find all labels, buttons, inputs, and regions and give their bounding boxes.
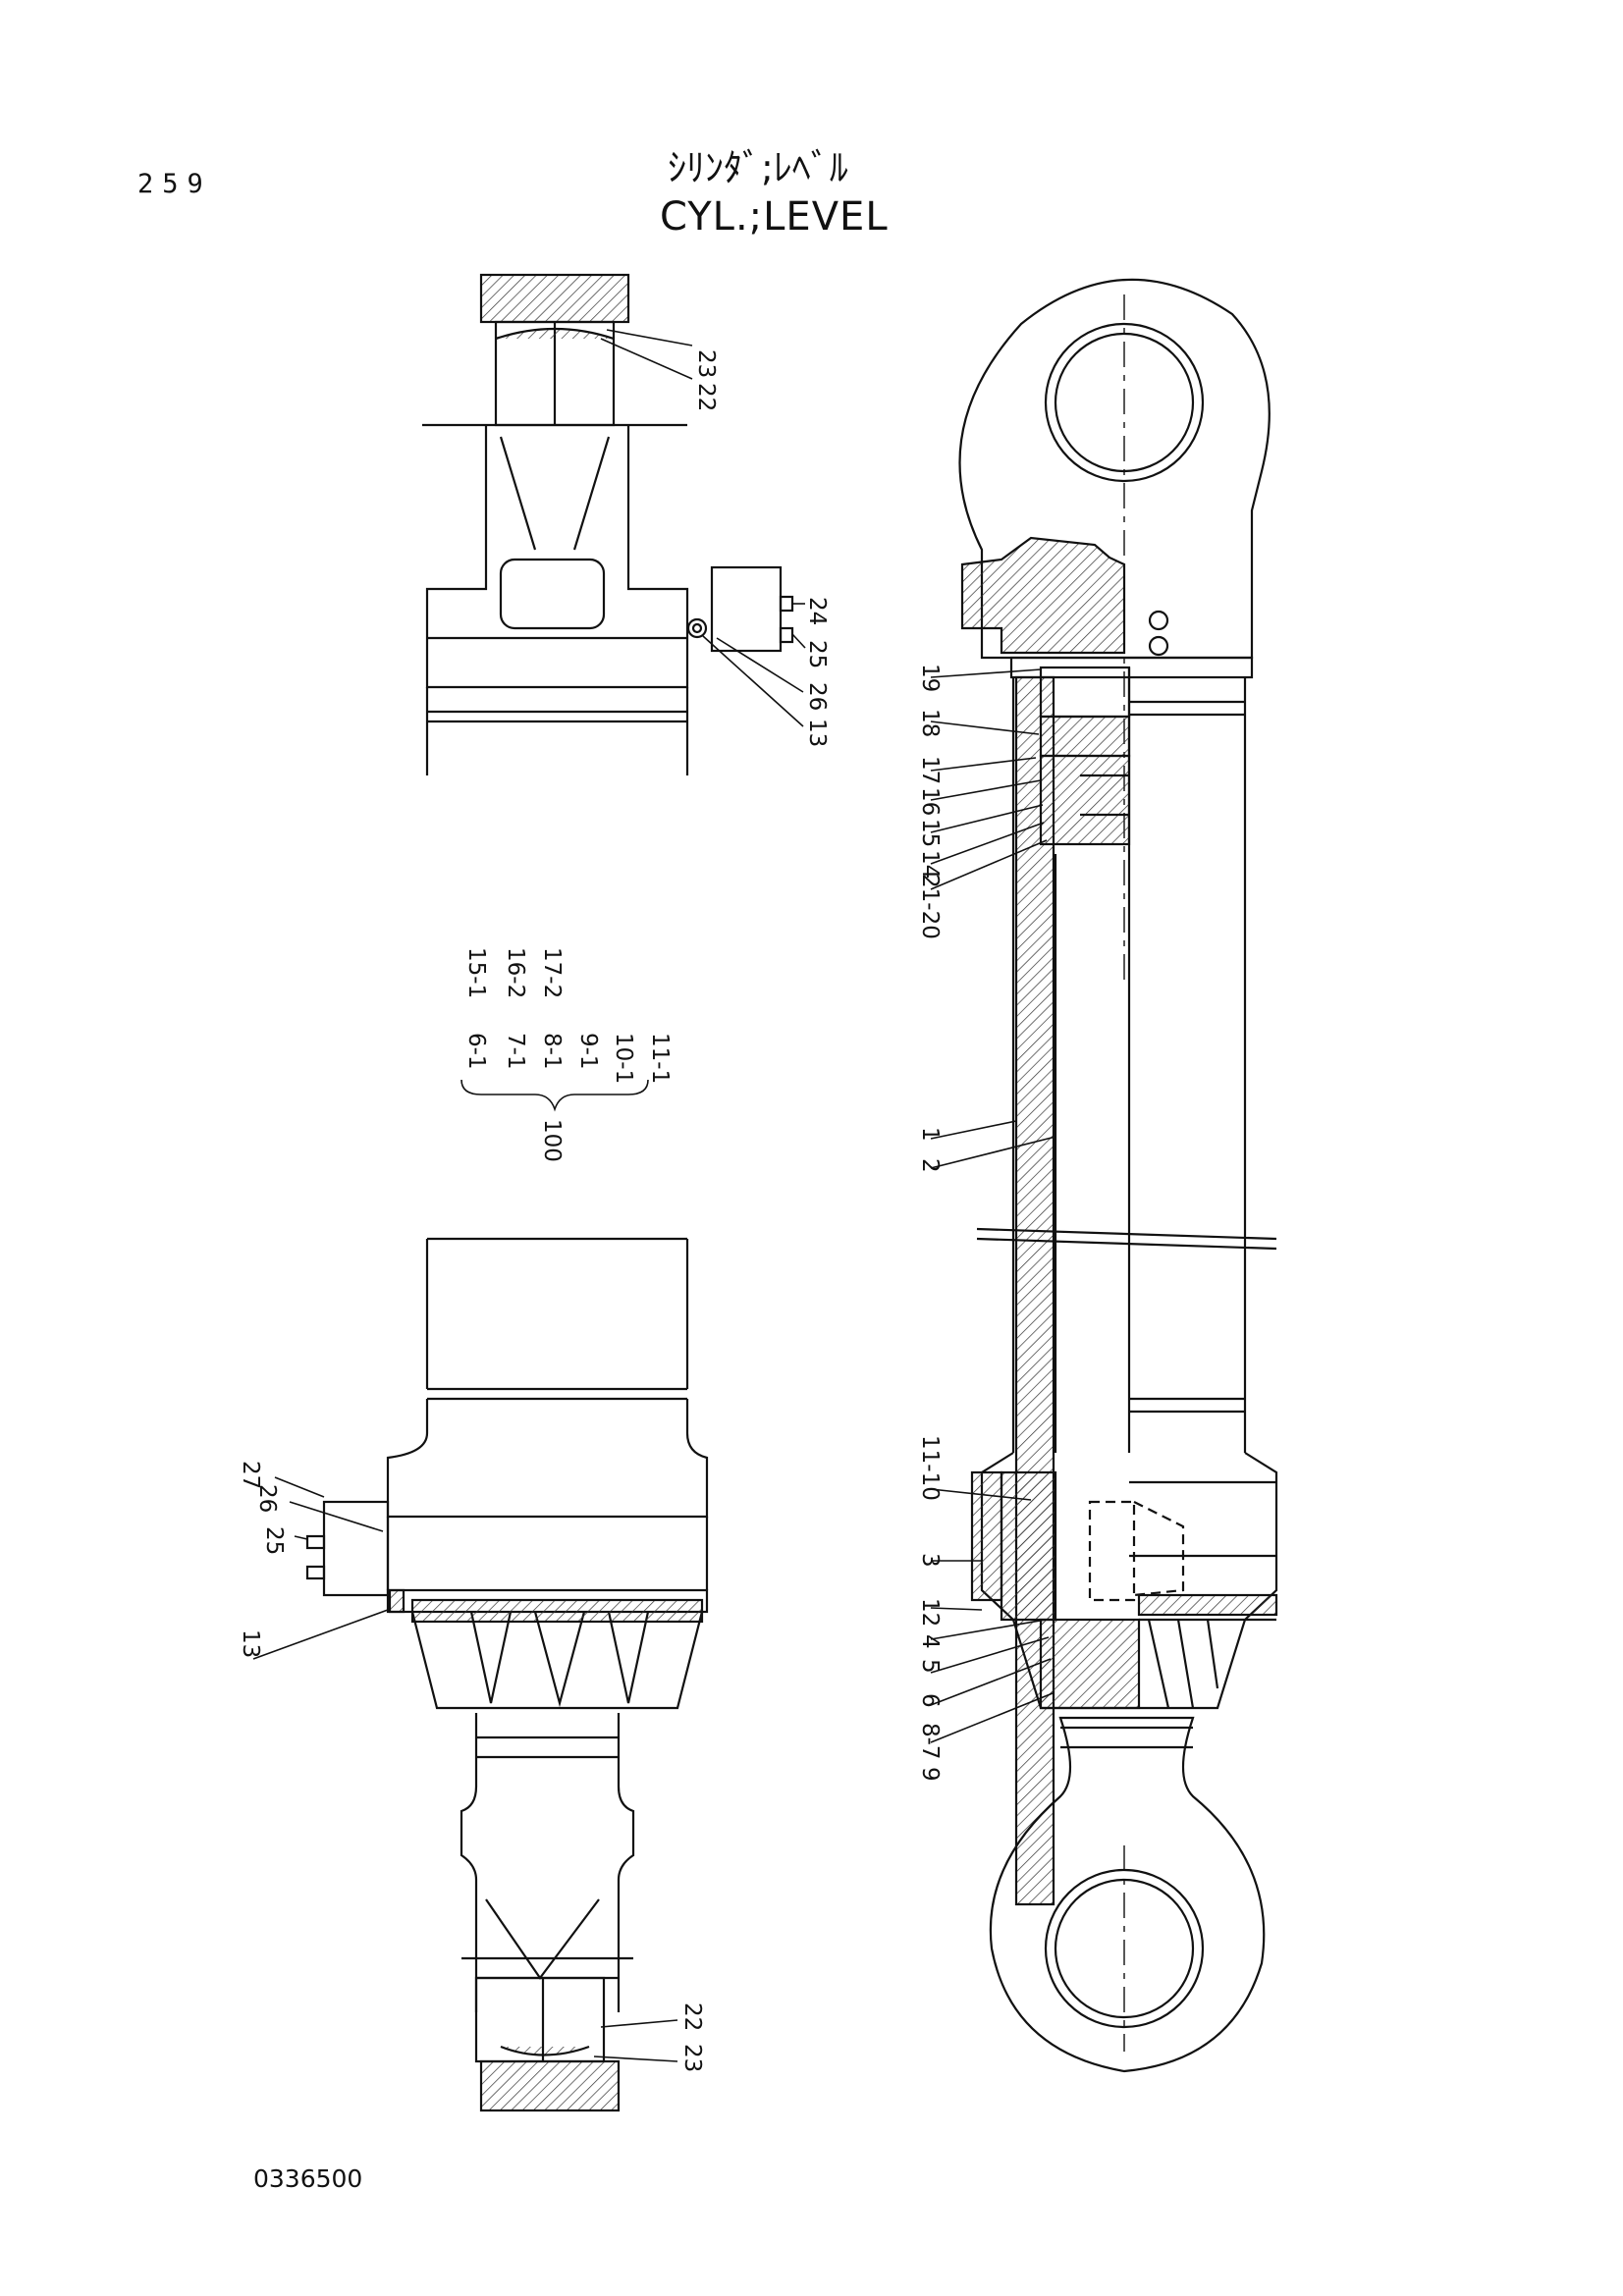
callout-3: 3 (917, 1553, 943, 1568)
callout-5: 5 (917, 1659, 943, 1674)
callout-24: 24 (804, 597, 830, 625)
main-view (958, 278, 1278, 2073)
kit-number: 100 (539, 1119, 565, 1162)
callout-11-10: 11-10 (917, 1435, 943, 1501)
kit-10-1: 10-1 (611, 1033, 636, 1084)
callout-27: 27 (238, 1461, 263, 1489)
callout-8-7: 8-7 (917, 1723, 943, 1760)
kit-16-2: 16-2 (503, 947, 528, 998)
drawing-number: 0336500 (253, 2164, 363, 2193)
callout-21-20: 21-20 (917, 874, 943, 939)
callout-22-top: 22 (693, 383, 719, 411)
callout-4: 4 (917, 1634, 943, 1649)
kit-6-1: 6-1 (463, 1033, 489, 1070)
callout-9: 9 (917, 1767, 943, 1782)
callout-1: 1 (917, 1127, 943, 1142)
callout-26-lower: 26 (254, 1484, 280, 1513)
callout-23-lower: 23 (679, 2044, 705, 2072)
callout-18: 18 (917, 709, 943, 737)
callout-15: 15 (917, 819, 943, 847)
lower-view-leaders (252, 1476, 678, 2062)
kit-brace (460, 1079, 649, 1112)
callout-19: 19 (917, 664, 943, 692)
callout-26-top: 26 (804, 682, 830, 711)
callout-25-lower: 25 (261, 1526, 287, 1555)
callout-25-top: 25 (804, 640, 830, 668)
main-view-leaders (930, 668, 1056, 1743)
kit-17-2: 17-2 (539, 947, 565, 998)
lower-view (305, 1237, 709, 2112)
callout-2: 2 (917, 1158, 943, 1173)
title-english: CYL.;LEVEL (660, 194, 889, 240)
callout-13-top: 13 (804, 719, 830, 747)
page-number: 259 (137, 169, 212, 199)
kit-8-1: 8-1 (539, 1033, 565, 1070)
main-view-labels: 19 18 17 16 15 14 21-20 1 2 11-10 3 12 4… (917, 664, 943, 1782)
kit-table: 15-1 16-2 17-2 6-1 7-1 8-1 9-1 10-1 11-1… (460, 947, 673, 1162)
callout-22-lower: 22 (679, 2002, 705, 2031)
callout-23-top: 23 (693, 349, 719, 378)
callout-17: 17 (917, 756, 943, 784)
kit-7-1: 7-1 (503, 1033, 528, 1070)
kit-9-1: 9-1 (575, 1033, 601, 1070)
top-view-labels: 23 22 24 25 26 13 (693, 349, 830, 747)
kit-15-1: 15-1 (463, 947, 489, 998)
lower-view-labels: 27 26 25 13 22 23 (238, 1461, 705, 2072)
kit-11-1: 11-1 (647, 1033, 673, 1084)
top-view-leaders (600, 329, 806, 727)
title-japanese: ｼﾘﾝﾀﾞ;ﾚﾍﾞﾙ (668, 146, 848, 189)
callout-16: 16 (917, 787, 943, 816)
callout-6: 6 (917, 1693, 943, 1708)
callout-13-lower: 13 (238, 1629, 263, 1658)
callout-14: 14 (917, 850, 943, 879)
top-view (422, 273, 794, 775)
callout-12: 12 (917, 1598, 943, 1627)
